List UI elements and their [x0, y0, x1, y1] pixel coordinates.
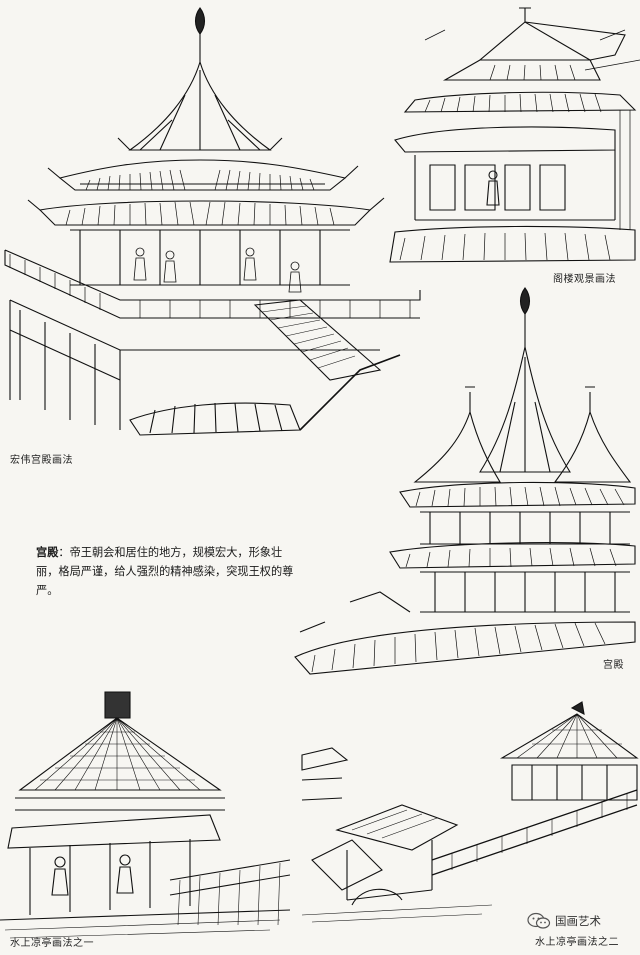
- description-separator: ：: [58, 546, 70, 559]
- pavilion-view-illustration: [389, 7, 640, 263]
- wechat-icon: [527, 912, 551, 929]
- caption-pavilion-view: 阁楼观景画法: [553, 274, 616, 285]
- palace-illustration: [294, 287, 636, 675]
- water-pavilion-1-illustration: [0, 691, 290, 939]
- water-pavilion-2-illustration: [301, 701, 639, 923]
- watermark: 国画艺术: [527, 912, 601, 930]
- palace-description: 宫殿：帝王朝会和居住的地方，规模宏大，形象壮丽，格局严谨，给人强烈的精神感染，突…: [36, 543, 298, 600]
- description-text: 帝王朝会和居住的地方，规模宏大，形象壮丽，格局严谨，给人强烈的精神感染，突现王权…: [36, 546, 294, 597]
- caption-water-pavilion-2: 水上凉亭画法之二: [535, 937, 619, 948]
- caption-palace: 宫殿: [603, 660, 624, 671]
- caption-grand-palace: 宏伟宫殿画法: [10, 455, 73, 466]
- grand-palace-illustration: [4, 7, 421, 436]
- caption-water-pavilion-1: 水上凉亭画法之一: [10, 938, 94, 949]
- description-term: 宫殿: [36, 545, 59, 559]
- watermark-text: 国画艺术: [555, 914, 601, 928]
